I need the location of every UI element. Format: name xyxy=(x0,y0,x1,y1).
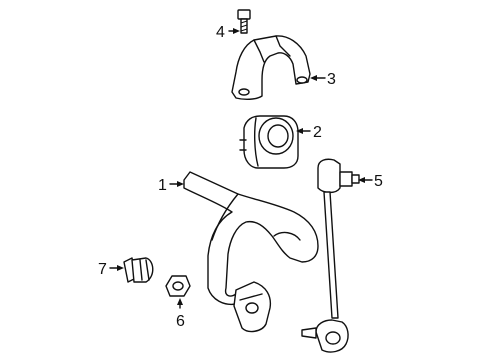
bolt-part-4 xyxy=(237,9,251,34)
callout-1: 1 xyxy=(158,177,184,194)
callout-6: 6 xyxy=(176,298,185,330)
svg-text:4: 4 xyxy=(216,24,225,41)
svg-text:1: 1 xyxy=(158,177,167,194)
svg-text:7: 7 xyxy=(98,261,107,278)
svg-text:3: 3 xyxy=(327,71,336,88)
stabilizer-bar-part-1 xyxy=(183,171,319,333)
callout-4: 4 xyxy=(216,24,240,41)
stabilizer-link-part-5 xyxy=(301,158,360,353)
callout-2: 2 xyxy=(296,124,322,141)
svg-text:6: 6 xyxy=(176,313,185,330)
svg-text:5: 5 xyxy=(374,173,383,190)
callout-3: 3 xyxy=(310,71,336,88)
bushing-part-2 xyxy=(239,115,299,169)
callout-5: 5 xyxy=(358,173,383,190)
nut-part-6 xyxy=(165,275,191,297)
callout-7: 7 xyxy=(98,261,124,278)
bracket-part-3 xyxy=(231,35,311,101)
clip-part-7 xyxy=(123,257,154,283)
svg-text:2: 2 xyxy=(313,124,322,141)
